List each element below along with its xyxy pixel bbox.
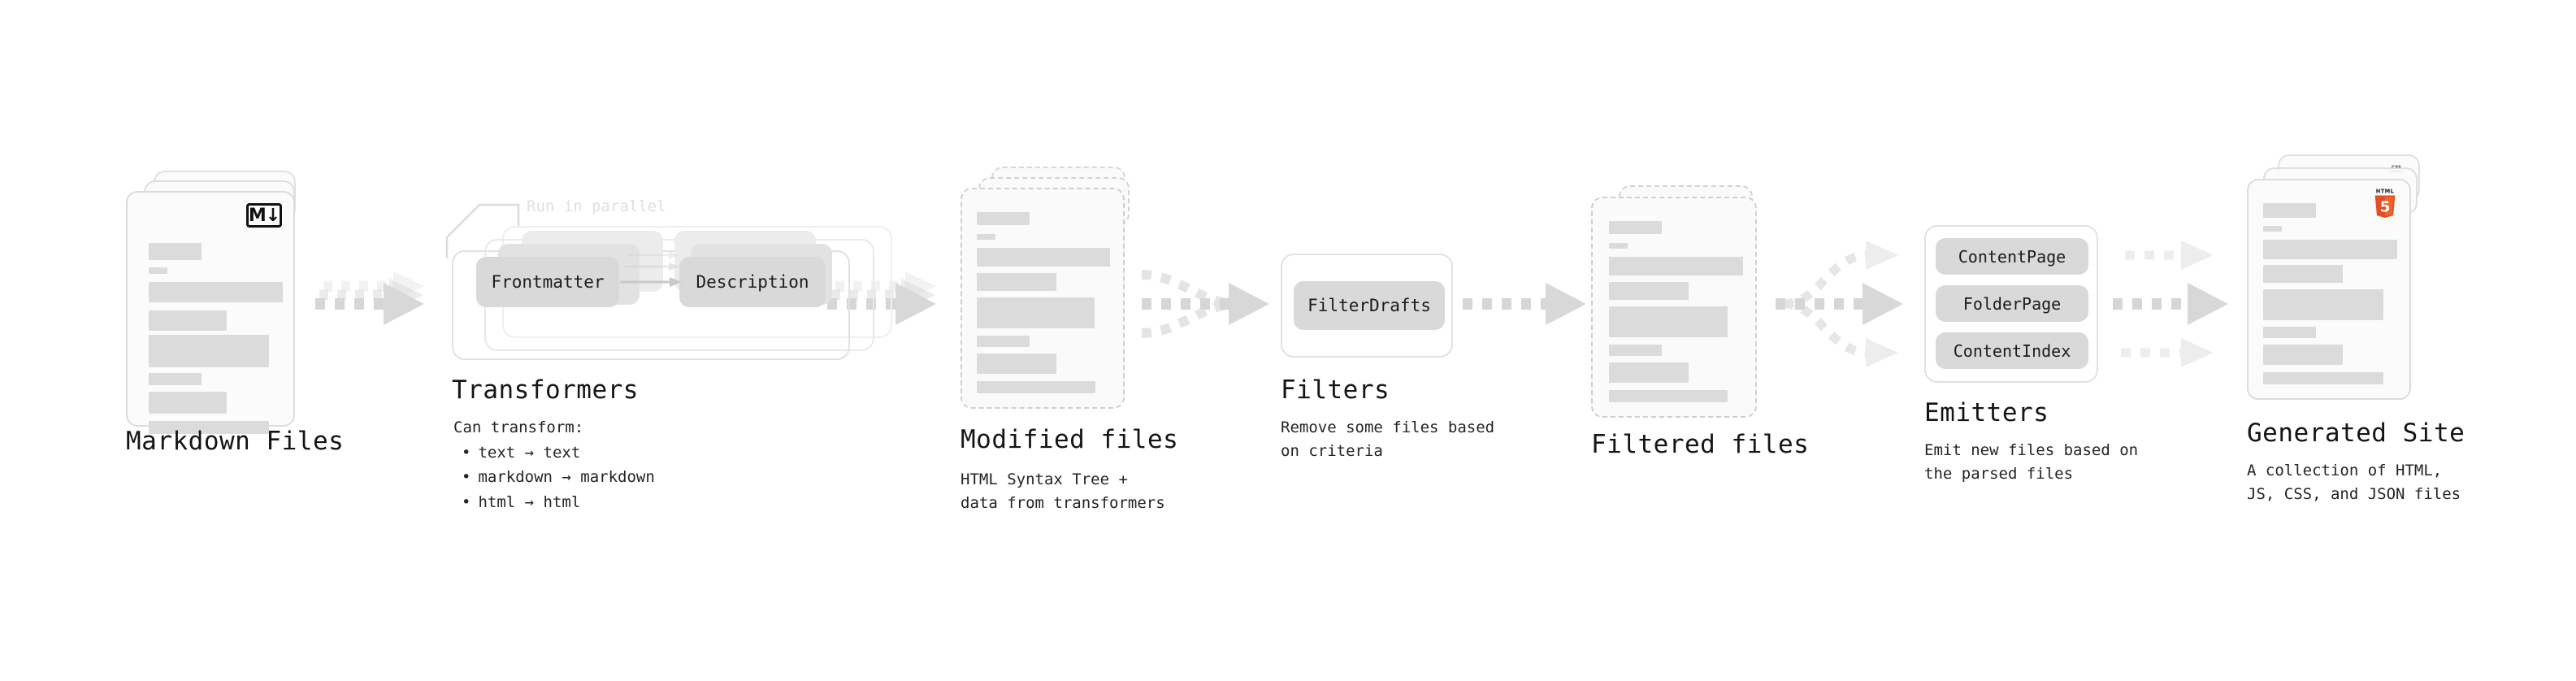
arrow-modified-to-filters	[1141, 270, 1269, 338]
generated-site-card-stack: CSS HTML 5	[2247, 154, 2450, 423]
skeleton-line	[149, 310, 227, 331]
skeleton-line	[149, 335, 269, 367]
arrow-markdown-to-transformers	[315, 271, 424, 325]
emitters-title: Emitters	[1924, 398, 2049, 427]
transformer-bullet: text → text	[462, 440, 655, 465]
filters-sub: Remove some files based on criteria	[1281, 419, 1495, 461]
markdown-icon: M↓	[246, 203, 282, 228]
emitter-chip-contentindex[interactable]: ContentIndex	[1936, 332, 2088, 369]
svg-text:5: 5	[2380, 198, 2391, 215]
arrow-filtered-to-emitters	[1776, 241, 1903, 367]
filtered-files-title: Filtered files	[1591, 430, 1810, 459]
skeleton-line	[977, 273, 1056, 291]
skeleton-line	[2263, 240, 2397, 259]
transformers-bullets: text → text markdown → markdown html → h…	[462, 440, 655, 514]
skeleton-line	[149, 282, 283, 302]
filters-title: Filters	[1281, 375, 1390, 405]
transformers-box: Frontmatter Description	[452, 231, 850, 360]
transformers-sub-head: Can transform:	[453, 419, 584, 436]
skeleton-line	[977, 297, 1095, 328]
generated-site-title: Generated Site	[2247, 419, 2465, 448]
emitters-sub: Emit new files based on the parsed files	[1924, 441, 2139, 484]
svg-text:HTML: HTML	[2376, 189, 2395, 195]
arrow-filters-to-filtered	[1463, 283, 1586, 325]
emitters-box: ContentPage FolderPage ContentIndex	[1924, 225, 2098, 383]
filtered-files-card-stack	[1591, 185, 1782, 429]
skeleton-line	[2263, 203, 2316, 218]
skeleton-line	[149, 373, 202, 385]
skeleton-line	[977, 354, 1056, 374]
modified-files-sub: HTML Syntax Tree + data from transformer…	[961, 471, 1165, 513]
markdown-files-title: Markdown Files	[126, 427, 345, 456]
skeleton-line	[977, 336, 1030, 347]
skeleton-line	[2263, 345, 2343, 365]
modified-files-title: Modified files	[961, 425, 1179, 454]
skeleton-line	[149, 392, 227, 414]
skeleton-line	[149, 267, 167, 274]
skeleton-line	[2263, 226, 2282, 232]
modified-files-card-stack	[961, 167, 1151, 423]
generated-site-sub: A collection of HTML, JS, CSS, and JSON …	[2247, 462, 2461, 504]
markdown-card-front: M↓	[126, 191, 295, 434]
skeleton-line	[1609, 306, 1728, 337]
transformer-bullet: html → html	[462, 490, 655, 514]
arrow-emitters-to-site	[2113, 241, 2228, 367]
filter-chip-filterdrafts[interactable]: FilterDrafts	[1294, 281, 1445, 330]
skeleton-line	[1609, 390, 1728, 402]
skeleton-line	[2263, 289, 2383, 320]
skeleton-line	[2263, 265, 2343, 283]
transformers-title: Transformers	[452, 375, 639, 405]
skeleton-line	[977, 248, 1110, 267]
modified-card-front	[961, 188, 1125, 409]
run-in-parallel-bracket	[445, 203, 520, 258]
transformer-inner-arrows	[620, 251, 682, 287]
skeleton-line	[149, 421, 269, 434]
run-in-parallel-note: Run in parallel	[527, 197, 666, 215]
filters-box: FilterDrafts	[1281, 254, 1453, 358]
skeleton-line	[977, 234, 995, 240]
markdown-files-card-stack: M↓	[126, 171, 317, 434]
skeleton-line	[1609, 282, 1689, 300]
generated-card-front: HTML 5	[2247, 179, 2411, 400]
emitter-chip-contentpage[interactable]: ContentPage	[1936, 238, 2088, 275]
skeleton-line	[1609, 221, 1662, 234]
html5-icon: HTML 5	[2374, 189, 2396, 218]
skeleton-line	[1609, 257, 1743, 275]
emitter-chip-folderpage[interactable]: FolderPage	[1936, 285, 2088, 322]
skeleton-line	[1609, 345, 1662, 356]
skeleton-line	[149, 243, 202, 260]
skeleton-line	[977, 212, 1030, 225]
skeleton-line	[977, 381, 1095, 393]
transformer-chip-description[interactable]: Description	[679, 257, 826, 307]
filtered-card-front	[1591, 197, 1757, 418]
skeleton-line	[2263, 372, 2383, 384]
transformer-chip-frontmatter[interactable]: Frontmatter	[476, 257, 619, 307]
skeleton-line	[2263, 327, 2316, 338]
skeleton-line	[1609, 243, 1628, 249]
transformer-bullet: markdown → markdown	[462, 465, 654, 489]
skeleton-line	[1609, 362, 1689, 383]
